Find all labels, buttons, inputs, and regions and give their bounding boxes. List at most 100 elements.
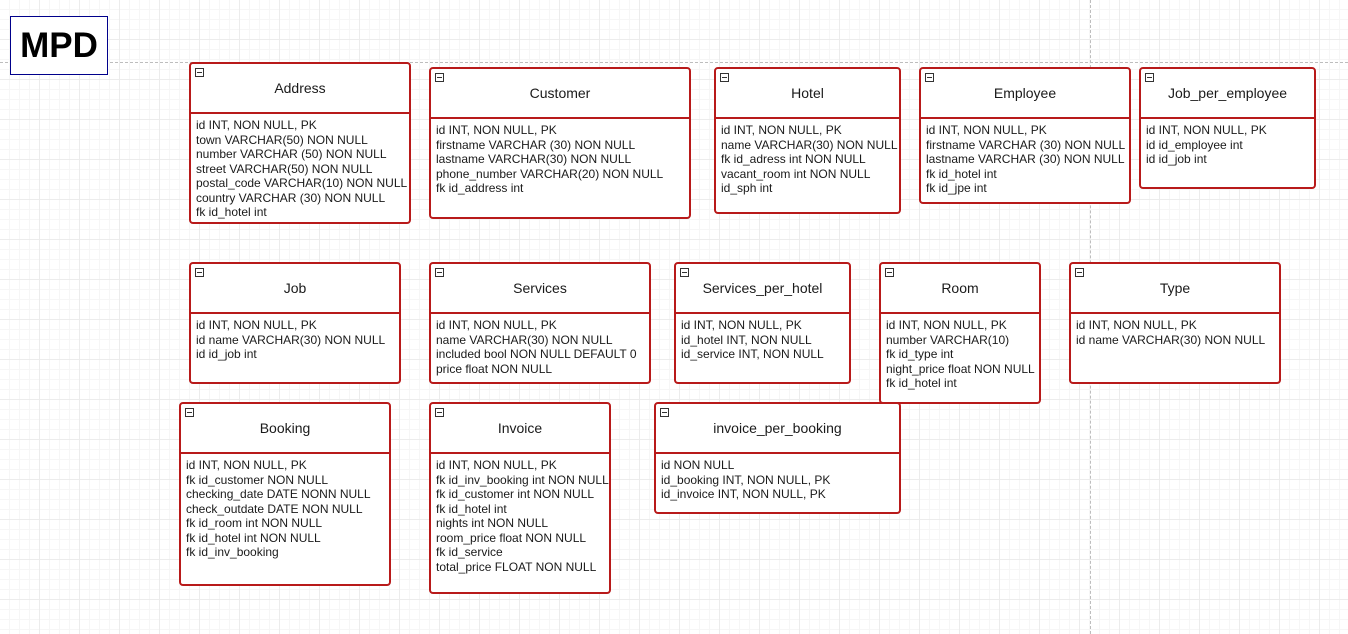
entity-field: country VARCHAR (30) NON NULL (196, 190, 386, 205)
entity-field: id name VARCHAR(30) NON NULL (1076, 332, 1266, 347)
entity-header[interactable]: Job_per_employee (1141, 69, 1314, 119)
entity-name: Type (1159, 280, 1191, 296)
entity-header[interactable]: Services_per_hotel (676, 264, 849, 314)
entity-name: Job_per_employee (1167, 85, 1288, 101)
entity-field: fk id_adress int NON NULL (721, 152, 866, 166)
entity-header[interactable]: Room (881, 264, 1039, 314)
entity-field: id INT, NON NULL, PK (681, 318, 802, 332)
entity-field: fk id_hotel int (436, 501, 507, 516)
entity-field: id INT, NON NULL, PK (926, 123, 1047, 137)
entity-field: fk id_inv_booking int NON NULL (436, 472, 609, 487)
collapse-icon[interactable] (720, 73, 729, 82)
entity-field: id_hotel INT, NON NULL (681, 332, 812, 347)
entity-field: id INT, NON NULL, PK (886, 318, 1007, 332)
entity-header[interactable]: Address (191, 64, 409, 114)
entity-header[interactable]: Type (1071, 264, 1279, 314)
entity-field: number VARCHAR(10) (886, 332, 1010, 347)
entity-field: id_service INT, NON NULL (681, 347, 824, 361)
entity-header[interactable]: invoice_per_booking (656, 404, 899, 454)
entity-name: Invoice (497, 420, 543, 436)
entity-field: check_outdate DATE NON NULL (186, 501, 363, 516)
entity-field: night_price float NON NULL (886, 361, 1035, 376)
entity-field: id INT, NON NULL, PK (436, 123, 557, 137)
entity-header[interactable]: Invoice (431, 404, 609, 454)
entity-field: fk id_hotel int NON NULL (186, 530, 321, 545)
entity-field: fk id_address int (436, 181, 524, 195)
collapse-icon[interactable] (1075, 268, 1084, 277)
collapse-icon[interactable] (435, 73, 444, 82)
entity-header[interactable]: Employee (921, 69, 1129, 119)
entity-field: fk id_customer NON NULL (186, 472, 329, 487)
entity-name: Customer (529, 85, 591, 101)
collapse-icon[interactable] (195, 268, 204, 277)
collapse-icon[interactable] (680, 268, 689, 277)
entity-header[interactable]: Services (431, 264, 649, 314)
entity-header[interactable]: Customer (431, 69, 689, 119)
entity-header[interactable]: Booking (181, 404, 389, 454)
entity-field: lastname VARCHAR (30) NON NULL (926, 152, 1125, 166)
entity-field: id INT, NON NULL, PK (186, 458, 307, 472)
entity-field: id id_job int (196, 347, 257, 361)
entity-field: room_price float NON NULL (436, 530, 587, 545)
entity-name: Services (513, 280, 567, 296)
entity-field: id INT, NON NULL, PK (196, 118, 317, 132)
collapse-icon[interactable] (885, 268, 894, 277)
entity-field: id INT, NON NULL, PK (436, 458, 557, 472)
collapse-icon[interactable] (435, 408, 444, 417)
entity-header[interactable]: Hotel (716, 69, 899, 119)
entity-field: fk id_jpe int (926, 181, 987, 195)
collapse-icon[interactable] (1145, 73, 1154, 82)
entity-header[interactable]: Job (191, 264, 399, 314)
entity-name: Employee (993, 85, 1057, 101)
collapse-icon[interactable] (660, 408, 669, 417)
entity-name: Services_per_hotel (702, 280, 823, 296)
entity-field: price float NON NULL (436, 361, 553, 376)
collapse-icon[interactable] (195, 68, 204, 77)
entity-name: Address (274, 80, 326, 96)
entity-field: phone_number VARCHAR(20) NON NULL (436, 166, 664, 181)
entity-field: fk id_hotel int (886, 376, 957, 390)
entity-name: Hotel (791, 85, 824, 101)
entity-field: id NON NULL (661, 458, 735, 472)
entity-field: id_booking INT, NON NULL, PK (661, 472, 831, 487)
entity-field: fk id_inv_booking (186, 545, 279, 559)
entity-field: street VARCHAR(50) NON NULL (196, 161, 373, 176)
collapse-icon[interactable] (925, 73, 934, 82)
entity-field: lastname VARCHAR(30) NON NULL (436, 152, 632, 166)
entity-field: postal_code VARCHAR(10) NON NULL (196, 176, 408, 190)
entity-name: invoice_per_booking (713, 420, 842, 436)
entity-field: checking_date DATE NONN NULL (186, 487, 371, 501)
entity-field: id id_employee int (1146, 137, 1243, 152)
collapse-icon[interactable] (185, 408, 194, 417)
collapse-icon[interactable] (435, 268, 444, 277)
entity-field: id id_job int (1146, 152, 1207, 166)
entity-field: firstname VARCHAR (30) NON NULL (926, 137, 1126, 152)
entity-field: vacant_room int NON NULL (721, 166, 871, 181)
entity-field: number VARCHAR (50) NON NULL (196, 147, 387, 161)
entity-field: total_price FLOAT NON NULL (436, 559, 597, 574)
